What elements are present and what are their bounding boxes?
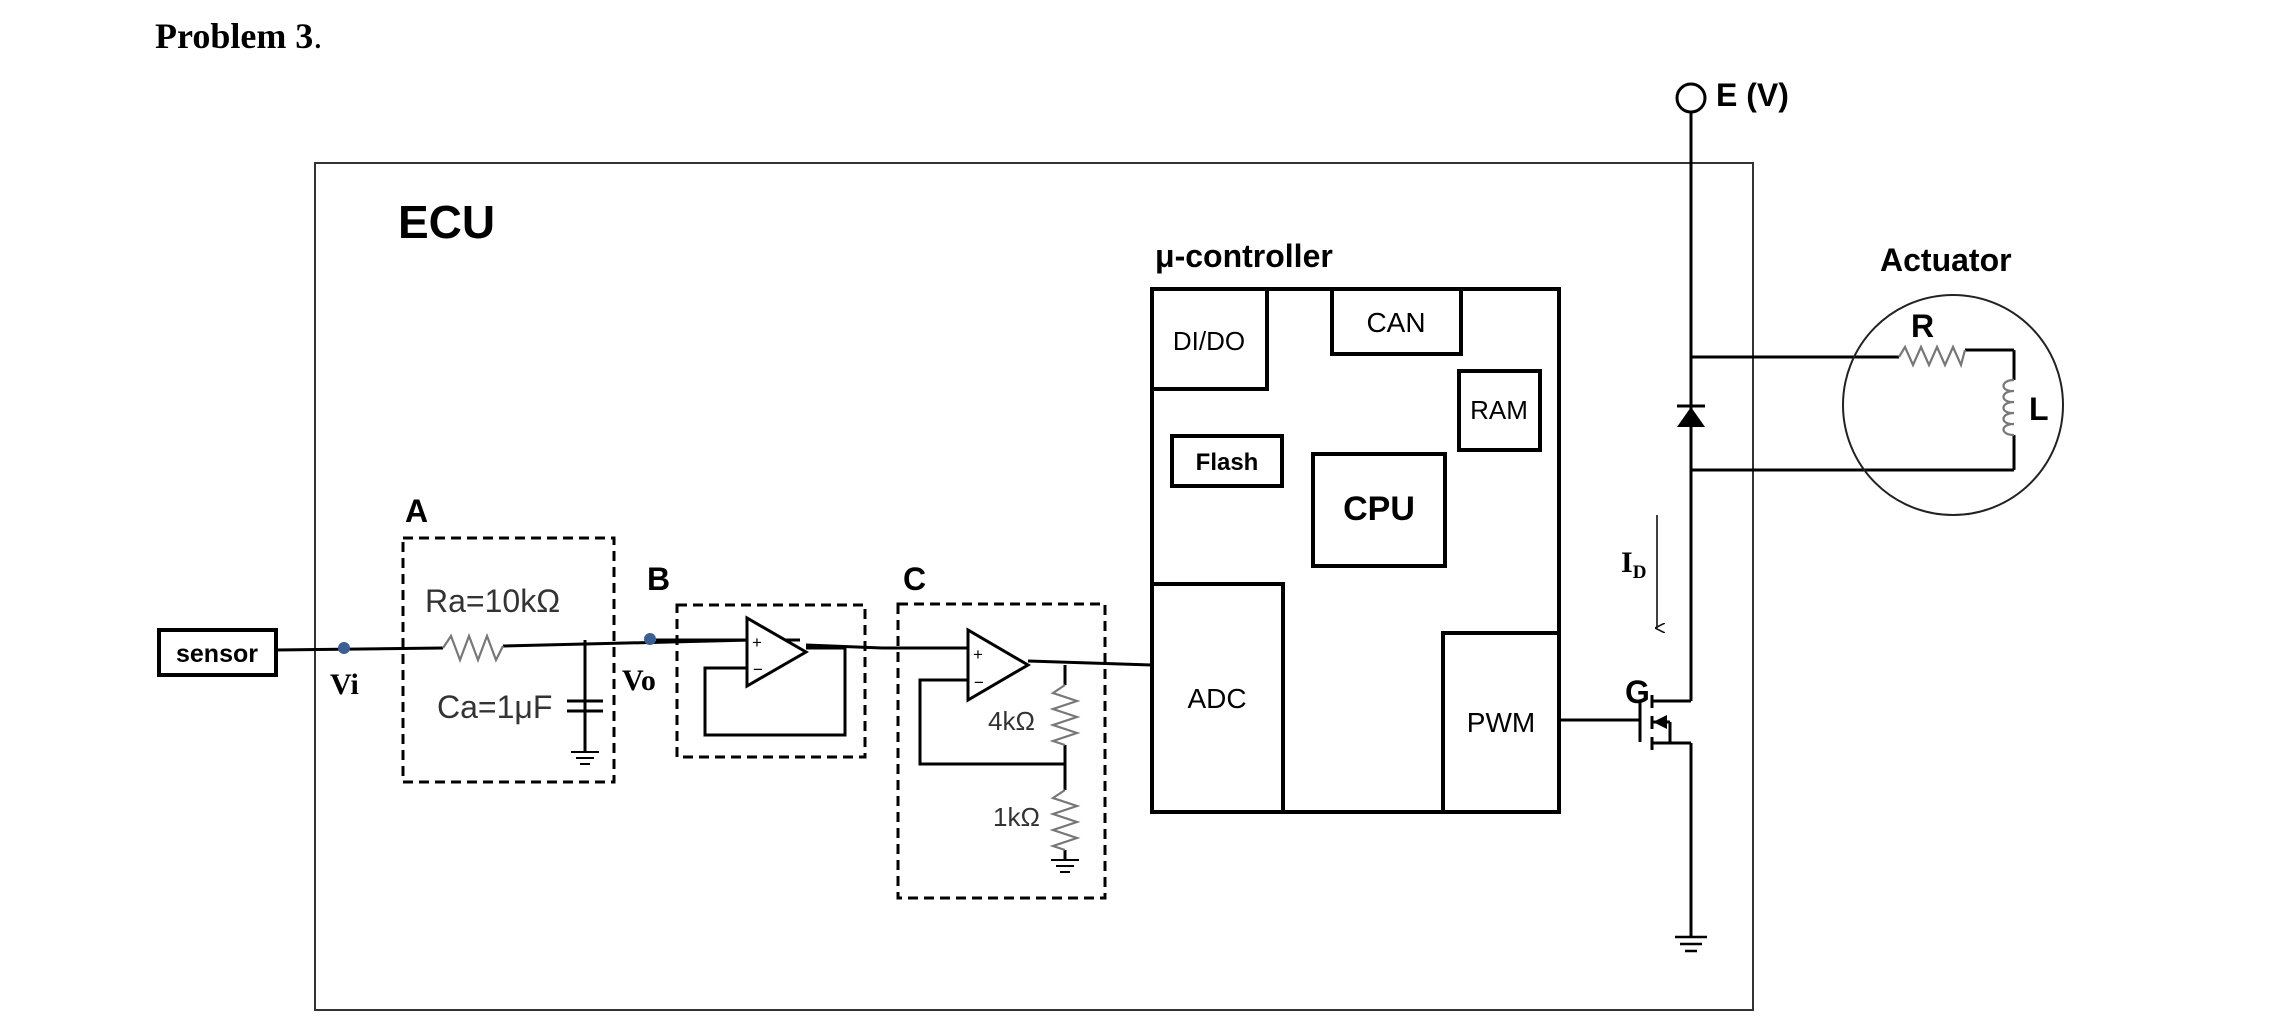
vi-label: Vi: [330, 668, 359, 701]
actuator-resistor: [1898, 344, 1967, 369]
current-label-sub: D: [1633, 562, 1647, 583]
block-c-wiring: [882, 646, 1067, 860]
mosfet-arrow: [1653, 715, 1667, 729]
ca-label: Ca=1μF: [437, 689, 552, 725]
block-b-frame: [675, 603, 867, 759]
r1k-label: 1kΩ: [993, 802, 1040, 832]
problem-heading: Problem 3.: [155, 16, 322, 56]
pwm-block: [1441, 631, 1561, 814]
mosfet-ground-icon: [1675, 935, 1707, 953]
can-label: CAN: [1366, 307, 1425, 338]
r4k-label: 4kΩ: [988, 706, 1035, 736]
ca-capacitor: [567, 699, 603, 752]
r1k-ground-icon: [1051, 859, 1079, 873]
block-c-opamp: [966, 627, 1031, 703]
problem-heading-period: .: [313, 16, 322, 56]
vi-node-dot: [338, 642, 350, 654]
r4k-resistor: [1049, 684, 1081, 747]
cpu-block: [1311, 452, 1447, 568]
vo-label: Vo: [622, 664, 656, 697]
ca-ground-icon: [571, 751, 599, 765]
actuator-circle: [1842, 294, 2064, 516]
adc-label: ADC: [1187, 683, 1246, 714]
can-block: [1330, 287, 1463, 356]
dido-label: DI/DO: [1173, 326, 1245, 356]
block-c-letter: C: [903, 561, 926, 597]
ra-resistor: [442, 632, 504, 664]
block-b-letter: B: [647, 561, 670, 597]
freewheel-diode: [1677, 404, 1705, 427]
ecu-frame: [314, 162, 1754, 1011]
r1k-resistor: [1049, 789, 1081, 852]
supply-terminal: [1675, 82, 1707, 114]
block-a-letter: A: [405, 493, 428, 529]
current-label-main: I: [1621, 546, 1633, 579]
block-c-frame: [896, 602, 1107, 900]
micro-title: μ-controller: [1155, 238, 1333, 274]
pwm-label: PWM: [1467, 707, 1535, 738]
sensor-box: [157, 628, 278, 677]
block-b-opamp-minus: −: [753, 660, 763, 679]
dido-block: [1150, 287, 1269, 391]
actuator-title: Actuator: [1880, 242, 2012, 278]
ra-label: Ra=10kΩ: [425, 583, 560, 619]
actuator-l-label: L: [2029, 391, 2049, 427]
block-b-wiring: [656, 638, 847, 737]
flash-label: Flash: [1196, 449, 1259, 476]
ram-label: RAM: [1470, 395, 1528, 425]
adc-block: [1150, 582, 1285, 814]
block-a-frame: [401, 536, 616, 784]
ram-block: [1457, 369, 1542, 452]
actuator-inductor: [2002, 378, 2015, 437]
flash-block: [1170, 434, 1284, 488]
problem-heading-label: Problem 3: [155, 16, 313, 56]
vo-node-dot: [644, 633, 656, 645]
block-b-opamp: [745, 615, 810, 689]
block-c-opamp-plus: +: [973, 645, 983, 664]
cpu-label: CPU: [1343, 490, 1415, 528]
block-c-opamp-minus: −: [974, 673, 984, 692]
block-b-opamp-plus: +: [752, 633, 762, 652]
ecu-title: ECU: [398, 196, 495, 248]
actuator-r-label: R: [1911, 308, 1934, 344]
sensor-label: sensor: [176, 640, 258, 668]
supply-label: E (V): [1716, 77, 1789, 113]
current-label: ID: [1621, 546, 1646, 583]
gate-label: G: [1625, 674, 1650, 710]
power-wiring: [1559, 113, 2016, 937]
